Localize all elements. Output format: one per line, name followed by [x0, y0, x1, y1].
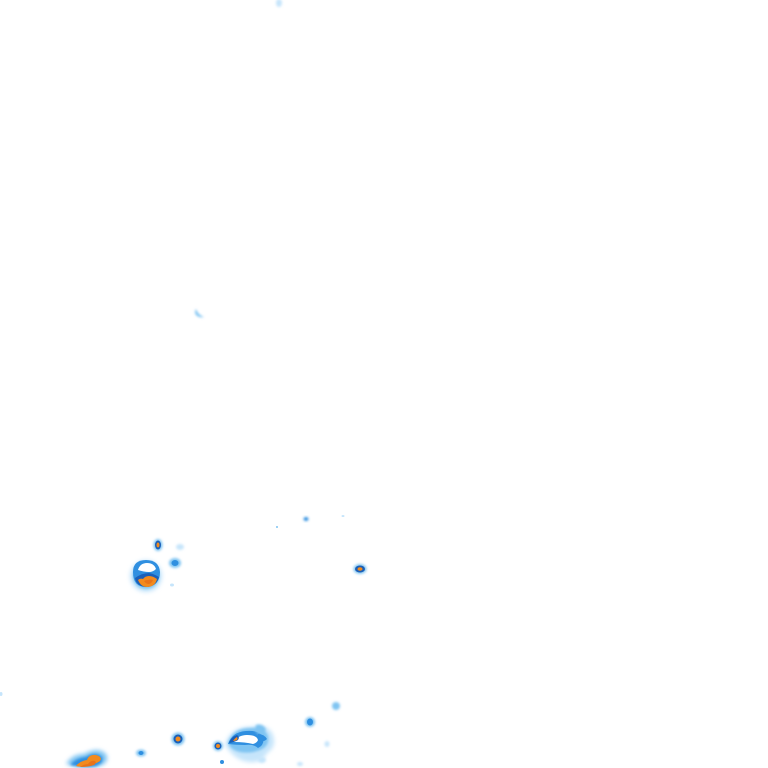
precip-cell-e — [213, 741, 224, 764]
precip-cell-f — [136, 749, 146, 757]
precip-specks-lower — [0, 692, 340, 766]
precip-cell-b — [169, 544, 184, 587]
precip-cell-storm-1 — [130, 560, 162, 592]
precip-specks-center — [276, 515, 345, 528]
precip-cell-top — [276, 0, 282, 7]
precip-cell-midleft — [195, 309, 204, 318]
precip-cell-d — [171, 732, 185, 746]
precip-cell-c — [353, 564, 367, 574]
precip-cell-a — [153, 539, 163, 551]
precip-cell-storm-2 — [225, 724, 275, 763]
precip-cell-storm-3 — [66, 750, 108, 768]
